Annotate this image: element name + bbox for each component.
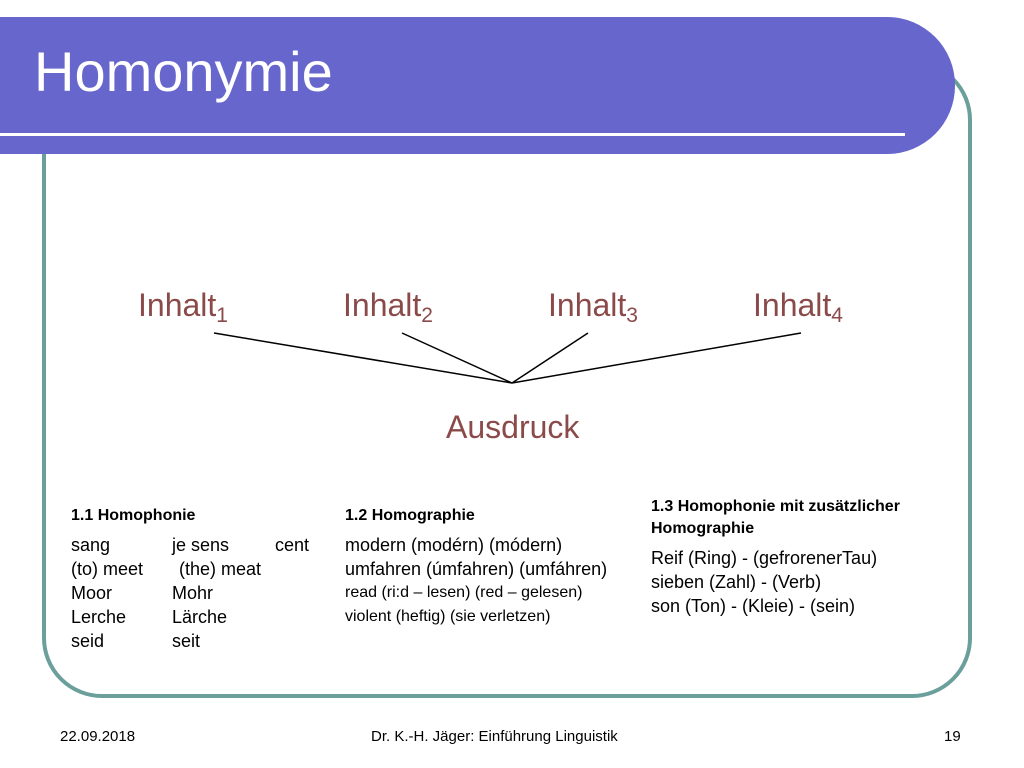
ausdruck-label: Ausdruck (446, 409, 580, 445)
homophonie-word: je sens (172, 535, 230, 555)
homographie-line: read (ri:d – lesen) (red – gelesen) (345, 584, 583, 601)
heading-line-2: Homographie (651, 520, 755, 537)
inhalt-2-label: Inhalt2 (343, 287, 433, 327)
title-band (0, 17, 955, 154)
homophonie-word: cent (275, 535, 310, 555)
homographie-section: 1.2 Homographie modern (modérn) (módern)… (345, 505, 607, 629)
homophonie-section: 1.1 Homophonie sang je sens cent (to) me… (71, 505, 331, 665)
footer-author: Dr. K.-H. Jäger: Einführung Linguistik (371, 728, 618, 745)
inhalt-4-label: Inhalt4 (753, 287, 843, 327)
inhalt-1-label: Inhalt1 (138, 287, 228, 327)
homophonie-homographie-section: 1.3 Homophonie mit zusätzlicher Homograp… (651, 496, 900, 618)
homographie-line: umfahren (úmfahren) (umfáhren) (345, 559, 608, 579)
homophonie-homographie-heading: 1.3 Homophonie mit zusätzlicher Homograp… (651, 496, 900, 540)
homographie-line: modern (modérn) (módern) (345, 535, 563, 555)
homophonie-heading: 1.1 Homophonie (71, 507, 196, 524)
inhalt-3-label: Inhalt3 (548, 287, 638, 327)
homophonie-word: (to) meet (71, 559, 144, 579)
homophonie-word: seid (71, 631, 105, 651)
homophonie-word: Lärche (172, 607, 228, 627)
footer-date: 22.09.2018 (60, 728, 136, 745)
homophonie-word: Moor (71, 583, 113, 603)
homophonie-word: Mohr (172, 583, 214, 603)
homophonie-word: seit (172, 631, 201, 651)
connector-line-4 (511, 332, 802, 384)
homophonie-homographie-line: sieben (Zahl) - (Verb) (651, 572, 822, 592)
homophonie-word: sang (71, 535, 111, 555)
homophonie-word: Lerche (71, 607, 127, 627)
footer-page-number: 19 (944, 728, 961, 745)
title-underline (0, 133, 905, 136)
heading-line-1: 1.3 Homophonie mit zusätzlicher (651, 498, 900, 515)
homophonie-word: (the) meat (179, 559, 262, 579)
connector-line-2 (401, 332, 513, 384)
slide-title: Homonymie (34, 40, 333, 103)
connector-line-1 (213, 332, 513, 384)
homophonie-homographie-line: Reif (Ring) - (gefrorenerTau) (651, 548, 878, 568)
homographie-line: violent (heftig) (sie verletzen) (345, 608, 551, 625)
homophonie-homographie-line: son (Ton) - (Kleie) - (sein) (651, 596, 856, 616)
homographie-heading: 1.2 Homographie (345, 507, 475, 524)
connector-line-3 (511, 332, 589, 384)
